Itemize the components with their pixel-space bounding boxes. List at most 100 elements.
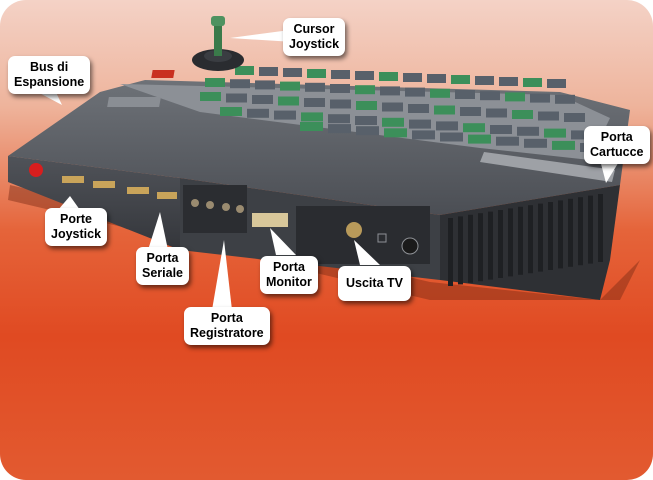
key bbox=[530, 93, 550, 103]
label-cursor-joystick: Cursor Joystick bbox=[283, 18, 346, 56]
key bbox=[355, 85, 375, 95]
key bbox=[328, 124, 351, 134]
key bbox=[480, 91, 500, 101]
key bbox=[538, 111, 559, 121]
label-line: Uscita TV bbox=[346, 276, 403, 290]
heat-sink-fin bbox=[498, 210, 503, 278]
key bbox=[301, 112, 323, 122]
key bbox=[523, 78, 542, 87]
key bbox=[379, 72, 398, 81]
label-line: Porta bbox=[272, 260, 305, 274]
keyboard bbox=[200, 66, 603, 152]
label-porta-registratore: Porta Registratore bbox=[184, 307, 270, 345]
key bbox=[430, 88, 450, 98]
tv-out-jack bbox=[346, 222, 362, 238]
key bbox=[384, 128, 407, 138]
label-line: Cursor bbox=[293, 22, 335, 36]
label-uscita-tv: Uscita TV bbox=[338, 266, 411, 301]
label-line: Joystick bbox=[51, 227, 102, 241]
key bbox=[356, 101, 377, 110]
key bbox=[475, 76, 494, 85]
key bbox=[305, 82, 325, 92]
heat-sink-fin bbox=[578, 197, 583, 266]
heat-sink-fin bbox=[538, 203, 543, 272]
heat-sink-fin bbox=[518, 206, 523, 275]
key bbox=[356, 126, 379, 136]
heat-sink-fin bbox=[568, 198, 573, 267]
brand-plate bbox=[107, 97, 161, 107]
key bbox=[517, 126, 539, 136]
key bbox=[440, 132, 463, 142]
joystick-port-2 bbox=[93, 181, 115, 188]
key bbox=[451, 75, 470, 84]
key bbox=[252, 95, 273, 104]
key bbox=[403, 73, 422, 82]
heat-sink-fin bbox=[558, 200, 563, 269]
key bbox=[331, 70, 350, 79]
serial-port bbox=[127, 187, 149, 194]
key bbox=[555, 94, 575, 104]
power-led bbox=[29, 163, 43, 177]
label-line: Porta bbox=[146, 251, 179, 265]
label-line: Cartucce bbox=[590, 145, 644, 159]
key bbox=[380, 86, 400, 96]
key bbox=[468, 134, 491, 144]
heat-sink-fin bbox=[508, 208, 513, 277]
key bbox=[280, 81, 300, 91]
label-porta-monitor: Porta Monitor bbox=[260, 256, 318, 294]
key bbox=[434, 105, 455, 115]
label-line: Seriale bbox=[142, 266, 184, 280]
heat-sink-fin bbox=[488, 211, 493, 280]
key bbox=[355, 71, 374, 80]
key bbox=[412, 130, 435, 140]
key bbox=[547, 79, 566, 88]
label-porte-joystick: Porte Joystick bbox=[45, 208, 108, 246]
label-line: Porte bbox=[60, 212, 92, 226]
label-porta-cartucce: Porta Cartucce bbox=[584, 126, 650, 164]
heat-sink-fin bbox=[598, 194, 603, 262]
heat-sink-fin bbox=[548, 202, 553, 270]
heat-sink-fin bbox=[468, 214, 473, 283]
key bbox=[259, 67, 278, 76]
label-line: Joystick bbox=[289, 37, 340, 51]
power-jack bbox=[401, 237, 419, 255]
key bbox=[235, 66, 254, 75]
key bbox=[512, 110, 533, 119]
key bbox=[499, 77, 518, 86]
key bbox=[230, 79, 250, 89]
monitor-port bbox=[252, 213, 288, 227]
key bbox=[436, 121, 458, 131]
key bbox=[328, 114, 350, 124]
key bbox=[274, 110, 296, 120]
label-line: Monitor bbox=[266, 275, 312, 289]
red-key bbox=[151, 70, 175, 78]
key bbox=[486, 108, 507, 118]
case-front-left bbox=[8, 156, 180, 250]
key bbox=[408, 104, 429, 113]
key bbox=[304, 98, 325, 107]
label-line: Bus di bbox=[29, 60, 69, 74]
key bbox=[455, 90, 475, 99]
label-line: Registratore bbox=[190, 326, 264, 340]
key bbox=[405, 87, 425, 97]
key bbox=[382, 102, 403, 112]
serial-port-2 bbox=[157, 192, 177, 199]
key bbox=[355, 116, 377, 125]
key bbox=[283, 68, 302, 77]
key bbox=[490, 125, 512, 134]
key bbox=[255, 80, 275, 90]
label-line: Porta bbox=[600, 130, 633, 144]
key bbox=[307, 69, 326, 78]
key bbox=[524, 138, 547, 148]
label-line: Porta bbox=[210, 311, 243, 325]
heat-sink-fin bbox=[478, 213, 483, 282]
key bbox=[300, 122, 323, 131]
label-bus-espansione: Bus di Espansione bbox=[8, 56, 91, 94]
joystick-port-1 bbox=[62, 176, 84, 183]
cursor-joystick-stick bbox=[214, 20, 222, 56]
key bbox=[409, 119, 431, 129]
key bbox=[226, 93, 247, 103]
heat-sink-fin bbox=[588, 195, 593, 264]
key bbox=[571, 130, 593, 140]
